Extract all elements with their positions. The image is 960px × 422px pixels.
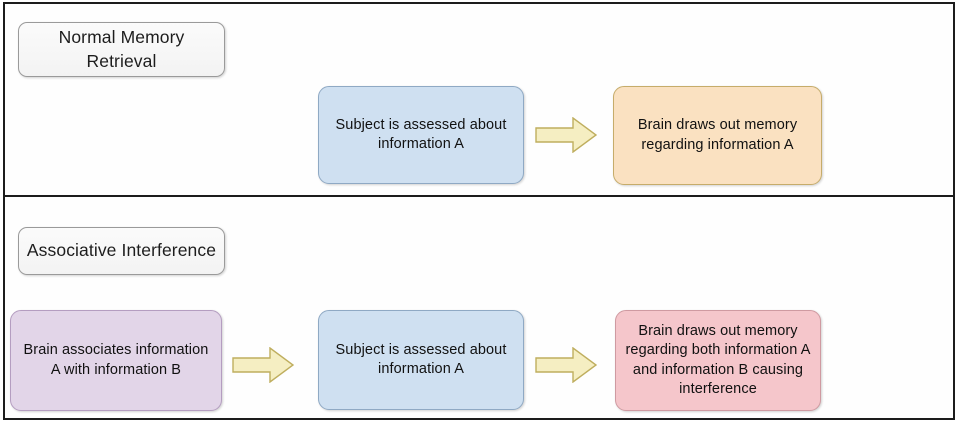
arrow-right-icon-bottom-1 — [232, 347, 294, 383]
node-text: Subject is assessed about information A — [335, 341, 507, 377]
frame-border-top — [3, 2, 955, 4]
node-brain-draws-memory-both: Brain draws out memory regarding both in… — [615, 310, 821, 411]
panel-label-associative-interference: Associative Interference — [18, 227, 225, 275]
node-subject-assessed-top: Subject is assessed about information A — [318, 86, 524, 184]
panel-label-normal-memory-retrieval: Normal Memory Retrieval — [18, 22, 225, 77]
node-text: Brain associates information A with info… — [23, 342, 209, 378]
panel-label-text: Associative Interference — [26, 240, 217, 261]
node-text: Subject is assessed about information A — [335, 116, 507, 152]
panel-label-text: Normal Memory Retrieval — [58, 27, 185, 71]
frame-border-right — [953, 2, 955, 420]
panel-divider — [3, 195, 955, 197]
node-brain-draws-memory-a: Brain draws out memory regarding informa… — [613, 86, 822, 185]
frame-border-left — [3, 2, 5, 420]
node-text: Brain draws out memory regarding both in… — [625, 322, 811, 397]
node-brain-associates-a-with-b: Brain associates information A with info… — [10, 310, 222, 411]
node-text: Brain draws out memory regarding informa… — [637, 117, 798, 153]
frame-border-bottom — [3, 418, 955, 420]
arrow-right-icon-top — [535, 117, 597, 153]
arrow-right-icon-bottom-2 — [535, 347, 597, 383]
node-subject-assessed-bottom: Subject is assessed about information A — [318, 310, 524, 410]
